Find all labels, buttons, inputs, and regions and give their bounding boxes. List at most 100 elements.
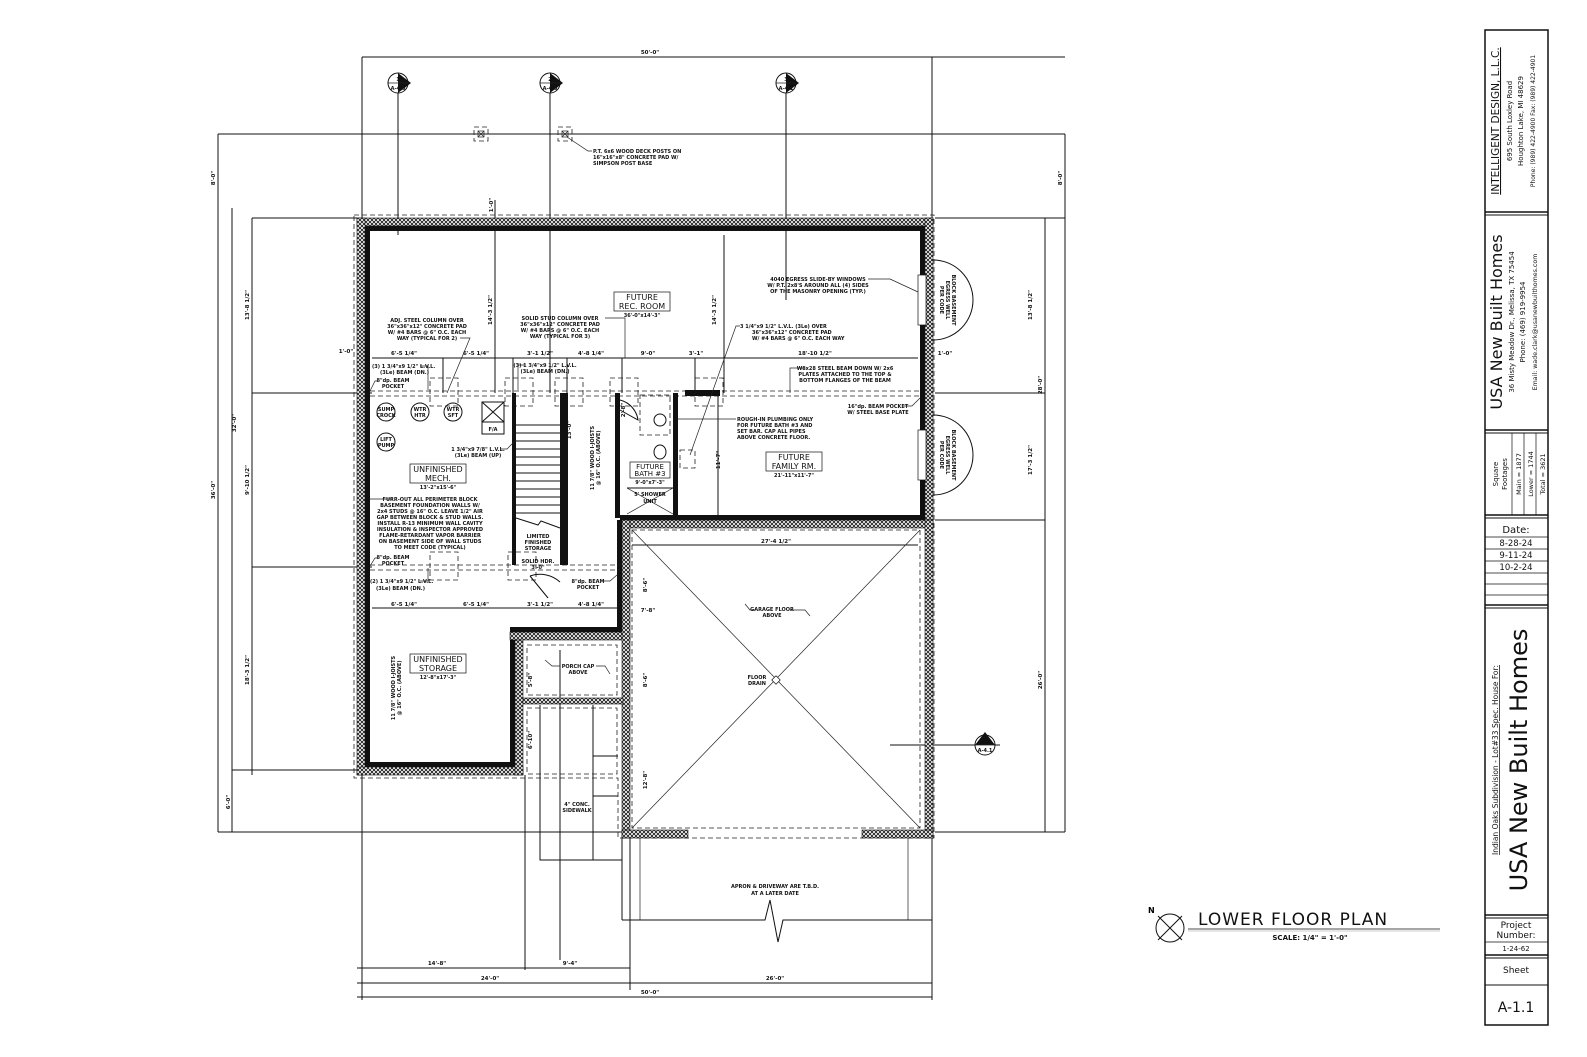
label-text: HTR bbox=[414, 413, 426, 419]
dim-bottom-a: 14'-8" bbox=[428, 961, 446, 967]
dim-beam-b: 6'-5 1/4" bbox=[463, 351, 489, 357]
dim-family-depth: 11'-7" bbox=[716, 451, 722, 469]
label-text: 9'-0"x7'-3" bbox=[635, 480, 665, 486]
dim-beam-g: 18'-10 1/2" bbox=[798, 351, 832, 357]
label-text: (3Le) BEAM (UP) bbox=[455, 453, 501, 459]
sqft-main: Main = 1877 bbox=[1515, 453, 1523, 495]
section-marker-sheet: A-4.1 bbox=[978, 748, 993, 754]
storage-door[interactable] bbox=[529, 573, 561, 599]
deck-post-2 bbox=[557, 126, 592, 152]
note-plumbing: ROUGH-IN PLUMBING ONLY FOR FUTURE BATH #… bbox=[678, 392, 814, 456]
label-text: W/ STEEL BASE PLATE bbox=[847, 410, 909, 416]
label-text: PER CODE bbox=[938, 441, 944, 470]
drawing-title: N LOWER FLOOR PLAN SCALE: 1/4" = 1'-0" bbox=[1148, 906, 1440, 943]
label-text: FLOOR bbox=[748, 675, 767, 681]
section-marker-1[interactable]: 1 A-4.0 bbox=[387, 72, 411, 235]
porch-area bbox=[526, 707, 618, 775]
note-porch-cap: PORCH CAP ABOVE bbox=[544, 659, 611, 676]
dim-bottom-b: 9'-4" bbox=[563, 961, 578, 967]
label-text: (2) 1 3/4"x9 1/2" L.V.L. bbox=[370, 579, 433, 585]
label-text: (3) 1 3/4"x9 1/2" L.V.L. bbox=[513, 363, 576, 369]
sink bbox=[653, 413, 667, 427]
dim-left-overall: 36'-0" bbox=[211, 481, 217, 499]
label-text: F/A bbox=[488, 427, 497, 433]
note-limited-storage: LIMITED FINISHED STORAGE bbox=[525, 534, 552, 552]
sqft-total: Total = 3621 bbox=[1539, 453, 1547, 495]
label-text: 36'-0"x14'-3" bbox=[624, 313, 661, 319]
dim-left-house: 32'-0" bbox=[232, 414, 238, 432]
drawing-title-text: LOWER FLOOR PLAN bbox=[1198, 910, 1388, 930]
project-name: USA New Built Homes bbox=[1505, 629, 1533, 892]
label-text: GAP BETWEEN BLOCK & STUD WALLS. bbox=[377, 515, 484, 521]
label-text: 36"x36"x12" CONCRETE PAD bbox=[752, 330, 832, 336]
label-text: 2x4 STUDS @ 16" O.C. LEAVE 1/2" AIR bbox=[377, 509, 483, 515]
date-3: 10-2-24 bbox=[1499, 563, 1532, 573]
dim-porch-a: 5'-8" bbox=[528, 673, 534, 688]
furnace: F/A bbox=[481, 401, 505, 435]
room-mech: UNFINISHED MECH. 13'-2"x15'-6" bbox=[409, 463, 467, 491]
dim-left-b: 9'-10 1/2" bbox=[245, 465, 251, 495]
label-text: GARAGE FLOOR bbox=[750, 607, 794, 613]
dim-rec-depth-a: 14'-3 1/2" bbox=[488, 295, 494, 325]
label-text: ADJ. STEEL COLUMN OVER bbox=[390, 318, 464, 324]
label-text: 8"dp. BEAM bbox=[377, 378, 410, 384]
egress-window-2[interactable]: BLOCK BASEMENT EGRESS WELL PER CODE bbox=[917, 414, 974, 496]
note-lvl-beam-b: (3) 1 3/4"x9 1/2" L.V.L. (3Le) BEAM (DN.… bbox=[513, 363, 577, 390]
label-text: TO MEET CODE (TYPICAL) bbox=[394, 545, 465, 551]
note-stud-column: SOLID STUD COLUMN OVER 36"x36"x12" CONCR… bbox=[520, 316, 626, 358]
label-text: LIFT bbox=[380, 437, 392, 443]
label-text: POCKET bbox=[382, 561, 405, 567]
stairs[interactable] bbox=[512, 393, 568, 565]
water-softener: WTR SFT bbox=[443, 402, 463, 422]
dim-top-overall: 50'-0" bbox=[641, 50, 659, 56]
section-marker-3[interactable]: 3 A-4.1 bbox=[775, 72, 799, 300]
section-marker-2[interactable]: 2 A-4.0 bbox=[539, 72, 563, 393]
label-text: SFT bbox=[448, 413, 459, 419]
toilet bbox=[653, 444, 667, 460]
note-apron: APRON & DRIVEWAY ARE T.B.D. AT A LATER D… bbox=[731, 884, 819, 897]
note-beam-pocket-b: 8"dp. BEAM POCKET bbox=[369, 555, 409, 567]
section-marker-4[interactable]: 4 A-4.1 bbox=[890, 732, 1000, 756]
label-text: UNIT bbox=[643, 499, 657, 505]
label-text: P.T. 6x6 WOOD DECK POSTS ON bbox=[593, 149, 681, 155]
foundation-walls bbox=[353, 214, 935, 839]
client-email: Email: wade.clark@usanewbuilthomes.com bbox=[1531, 254, 1539, 391]
note-joists-b: 11 7/8" WOOD I-JOISTS @ 16" O.C. (ABOVE) bbox=[391, 655, 403, 720]
bath-door[interactable] bbox=[619, 399, 639, 421]
label-text: STORAGE bbox=[525, 546, 552, 552]
label-text: UNFINISHED bbox=[413, 465, 462, 474]
dim-beam-d: 4'-8 1/4" bbox=[578, 351, 604, 357]
label-text: BASEMENT FOUNDATION WALLS W/ bbox=[380, 503, 480, 509]
note-joists-a: 11 7/8" WOOD I-JOISTS @ 16" O.C. (ABOVE) bbox=[590, 425, 602, 490]
dim-left-bottom: 6'-0" bbox=[226, 795, 232, 810]
beam-line bbox=[370, 390, 920, 571]
room-bath-3: FUTURE BATH #3 9'-0"x7'-3" bbox=[629, 461, 671, 486]
section-marker-sheet: A-4.0 bbox=[543, 86, 558, 92]
project-title: Indian Oaks Subdivision - Lot#33 Spec. H… bbox=[1491, 629, 1533, 892]
square-footages: Square Footages Main = 1877 Lower = 1744… bbox=[1492, 451, 1547, 497]
label-text: FUTURE bbox=[626, 293, 658, 302]
project-number: Project Number: 1-24-62 bbox=[1496, 921, 1535, 953]
label-text: (3) 1 3/4"x9 1/2" L.V.L. bbox=[372, 364, 435, 370]
label-text: SIMPSON POST BASE bbox=[593, 161, 653, 167]
dim-right-b: 28'-0" bbox=[1038, 376, 1044, 394]
dim-bottom-left: 24'-0" bbox=[481, 976, 499, 982]
label-text: Square bbox=[1492, 462, 1500, 487]
label-text: OF THE MASONRY OPENING (TYP.) bbox=[770, 289, 866, 295]
label-text: UNFINISHED bbox=[413, 655, 462, 664]
label-text: PER CODE bbox=[938, 286, 944, 315]
garage-floor bbox=[631, 529, 921, 829]
sqft-lower: Lower = 1744 bbox=[1527, 451, 1535, 497]
dates: Date: 8-28-24 9-11-24 10-2-24 bbox=[1499, 525, 1532, 573]
column-pads bbox=[429, 358, 724, 581]
note-lvl-up: 1 3/4"x9 7/8" L.V.L. (3Le) BEAM (UP) bbox=[451, 439, 517, 459]
north-label: N bbox=[1148, 906, 1155, 915]
label-text: Footages bbox=[1501, 458, 1509, 490]
egress-window-1[interactable]: BLOCK BASEMENT EGRESS WELL PER CODE bbox=[917, 259, 974, 341]
label-text: WTR bbox=[414, 407, 427, 413]
dim-left-window: 1'-0" bbox=[339, 349, 354, 355]
label-text: Project bbox=[1501, 921, 1532, 931]
note-adj-column: ADJ. STEEL COLUMN OVER 36"x36"x12" CONCR… bbox=[387, 318, 471, 394]
floor-drain-icon bbox=[771, 675, 781, 685]
